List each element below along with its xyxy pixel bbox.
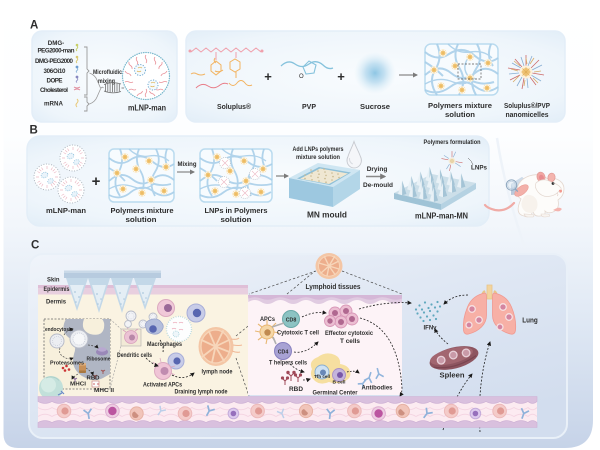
svg-text:Tfh cell: Tfh cell — [314, 374, 330, 380]
svg-text:Skin: Skin — [47, 278, 60, 284]
svg-text:nanomicelles: nanomicelles — [506, 112, 549, 119]
svg-text:solution: solution — [126, 215, 157, 224]
svg-text:T helpers cells: T helpers cells — [269, 361, 308, 367]
svg-text:Polymers formulation: Polymers formulation — [424, 140, 481, 146]
svg-text:Dendritic cells: Dendritic cells — [117, 352, 152, 359]
svg-text:Soluplus®: Soluplus® — [217, 103, 252, 111]
svg-text:IFNγ: IFNγ — [424, 325, 437, 332]
svg-text:Polymers mixture: Polymers mixture — [111, 206, 174, 215]
svg-text:306Oi10: 306Oi10 — [44, 68, 67, 75]
svg-text:C: C — [31, 240, 39, 252]
svg-text:lymph node: lymph node — [202, 369, 233, 376]
svg-text:LNPs: LNPs — [471, 165, 487, 172]
svg-text:MHC II: MHC II — [94, 388, 115, 394]
svg-text:endocytosis: endocytosis — [45, 327, 73, 333]
svg-text:mixing: mixing — [98, 78, 115, 85]
svg-text:mLNP-man: mLNP-man — [46, 206, 86, 215]
svg-text:Ribosome: Ribosome — [87, 357, 111, 363]
svg-text:Spleen: Spleen — [440, 373, 465, 380]
svg-text:Lymphoid tissues: Lymphoid tissues — [306, 284, 361, 291]
svg-text:mLNP-man: mLNP-man — [128, 104, 166, 113]
svg-text:CD4: CD4 — [278, 350, 289, 356]
svg-text:mLNP-man-MN: mLNP-man-MN — [415, 212, 468, 221]
svg-text:MHCI: MHCI — [70, 382, 87, 388]
svg-text:Mixing: Mixing — [178, 162, 197, 168]
svg-text:solution: solution — [221, 215, 252, 224]
svg-text:PVP: PVP — [302, 104, 316, 111]
svg-text:Activated APCs: Activated APCs — [143, 382, 182, 389]
svg-text:CD8: CD8 — [286, 318, 297, 324]
svg-text:Soluplus®/PVP: Soluplus®/PVP — [504, 102, 550, 110]
svg-text:RBD: RBD — [87, 376, 100, 382]
svg-text:Effector cytotoxic: Effector cytotoxic — [325, 331, 374, 337]
svg-text:Drying: Drying — [367, 166, 388, 173]
svg-text:DMG-PEG2000: DMG-PEG2000 — [35, 58, 74, 65]
svg-text:Antibodies: Antibodies — [362, 385, 393, 392]
svg-text:T cells: T cells — [340, 339, 361, 345]
svg-text:Add LNPs polymers: Add LNPs polymers — [293, 147, 345, 153]
svg-text:Epidermis: Epidermis — [44, 287, 71, 293]
svg-text:PEG2000-man: PEG2000-man — [38, 48, 75, 55]
svg-text:Microfluidic: Microfluidic — [93, 69, 122, 76]
svg-text:O: O — [299, 74, 304, 80]
svg-text:+: + — [337, 69, 345, 84]
svg-text:B cell: B cell — [333, 380, 346, 386]
svg-text:Dermis: Dermis — [46, 300, 67, 306]
svg-text:solution: solution — [445, 112, 475, 119]
svg-text:De-mould: De-mould — [363, 182, 393, 189]
svg-text:LNPs in Polymers: LNPs in Polymers — [205, 206, 268, 215]
svg-text:DMG-: DMG- — [48, 40, 65, 47]
svg-text:RBD: RBD — [289, 386, 303, 393]
svg-text:+: + — [92, 173, 101, 190]
svg-text:Polymers mixture: Polymers mixture — [428, 103, 492, 110]
svg-text:Cytotoxic T cell: Cytotoxic T cell — [277, 331, 319, 337]
svg-text:Cholesterol: Cholesterol — [40, 87, 68, 94]
svg-text:A: A — [30, 20, 38, 32]
svg-text:mixture solution: mixture solution — [296, 155, 340, 161]
svg-text:+: + — [264, 69, 272, 84]
svg-text:Macrophages: Macrophages — [147, 341, 182, 348]
svg-text:Sucrose: Sucrose — [360, 104, 390, 111]
svg-text:DOPE: DOPE — [47, 78, 63, 85]
svg-text:Draining lymph node: Draining lymph node — [175, 389, 228, 396]
svg-text:MN mould: MN mould — [307, 211, 347, 220]
svg-text:mRNA: mRNA — [44, 101, 64, 108]
svg-text:Proteasomes: Proteasomes — [50, 361, 84, 367]
svg-text:B: B — [30, 125, 38, 137]
svg-text:Germinal Center: Germinal Center — [313, 390, 358, 397]
svg-text:Lung: Lung — [522, 318, 538, 325]
svg-text:APCs: APCs — [260, 317, 276, 323]
